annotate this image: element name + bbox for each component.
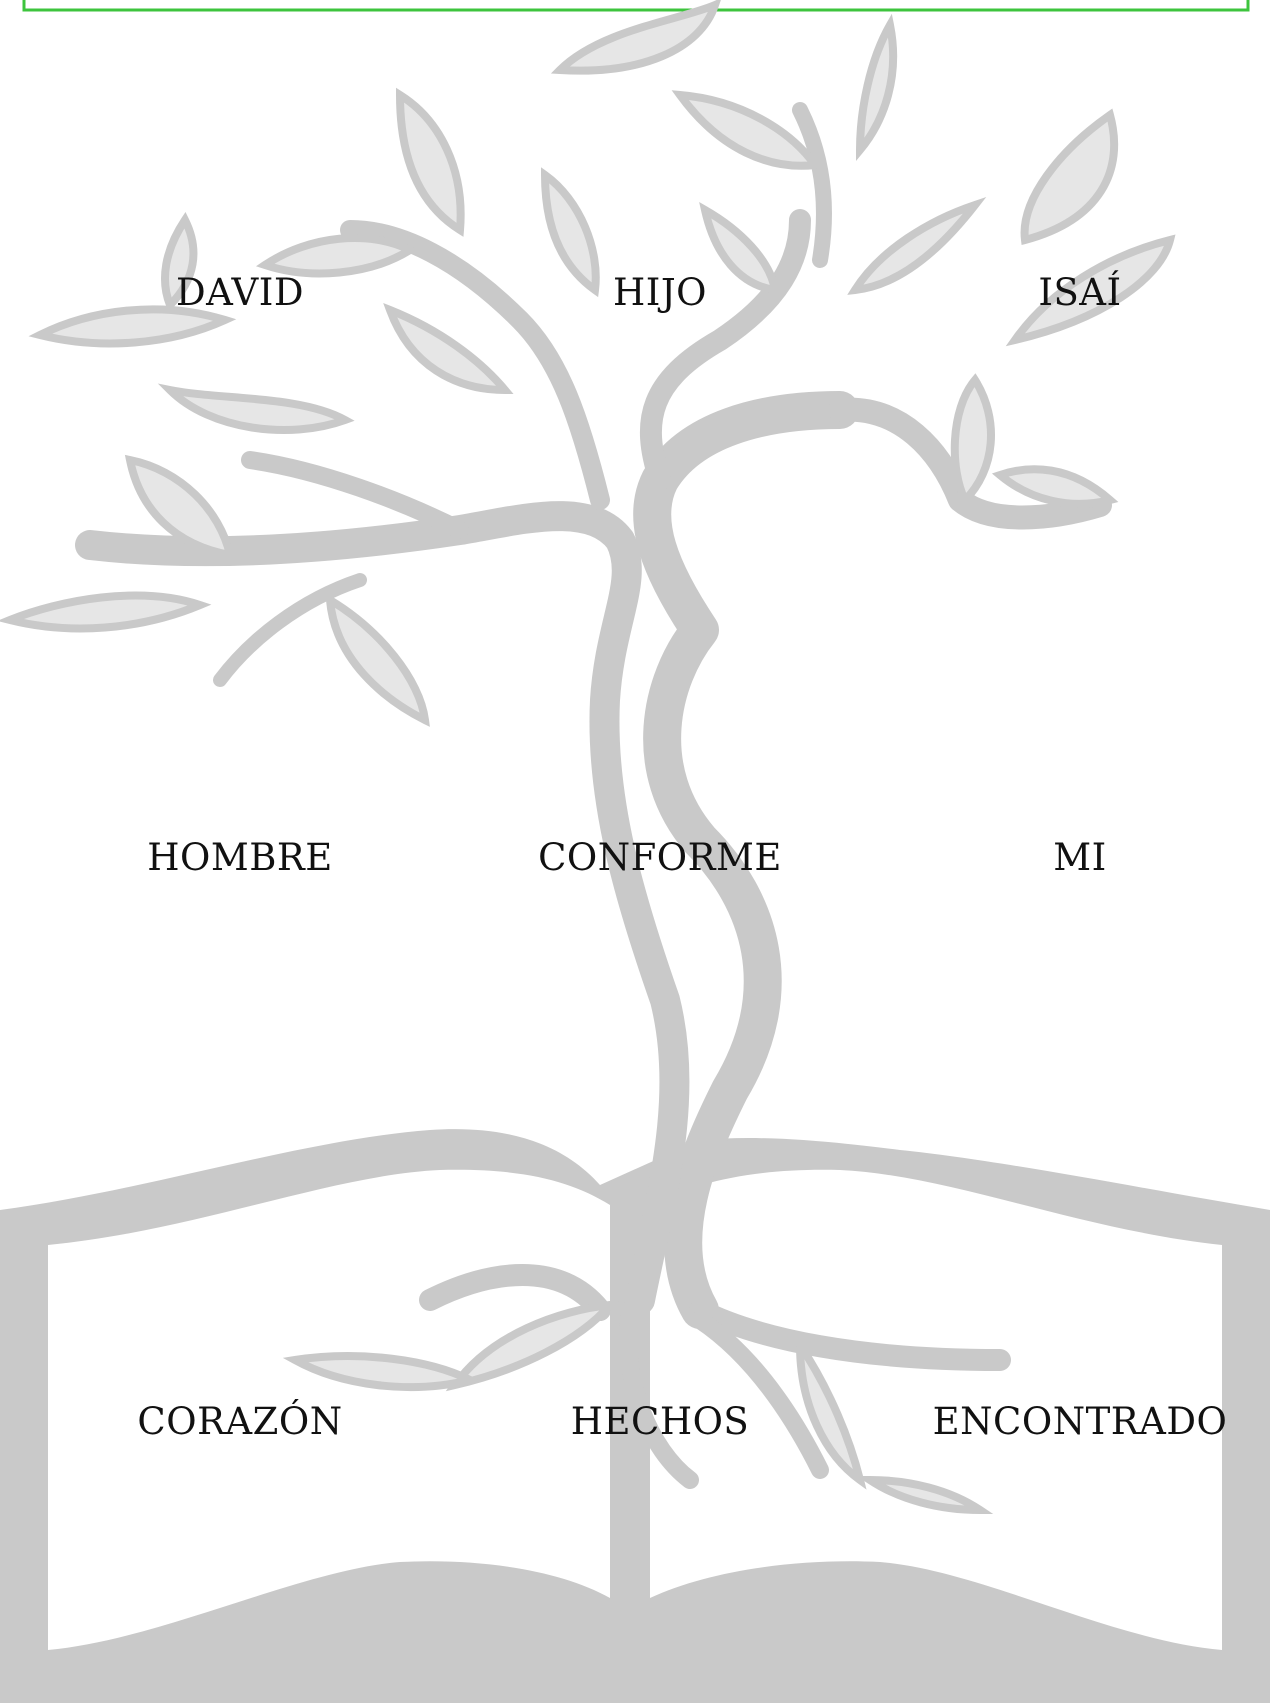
frame-border <box>22 0 1250 12</box>
word-hechos: HECHOS <box>570 1400 750 1443</box>
word-david: DAVID <box>175 271 305 314</box>
word-hombre: HOMBRE <box>147 836 333 879</box>
tree-illustration <box>75 102 1112 1489</box>
word-mi: MI <box>1053 836 1107 879</box>
word-isai: ISAÍ <box>1038 271 1122 314</box>
word-encontrado: ENCONTRADO <box>932 1400 1228 1443</box>
word-conforme: CONFORME <box>538 836 782 879</box>
leaves <box>0 0 1176 1515</box>
word-hijo: HIJO <box>612 271 708 314</box>
word-corazon: CORAZÓN <box>137 1400 343 1443</box>
